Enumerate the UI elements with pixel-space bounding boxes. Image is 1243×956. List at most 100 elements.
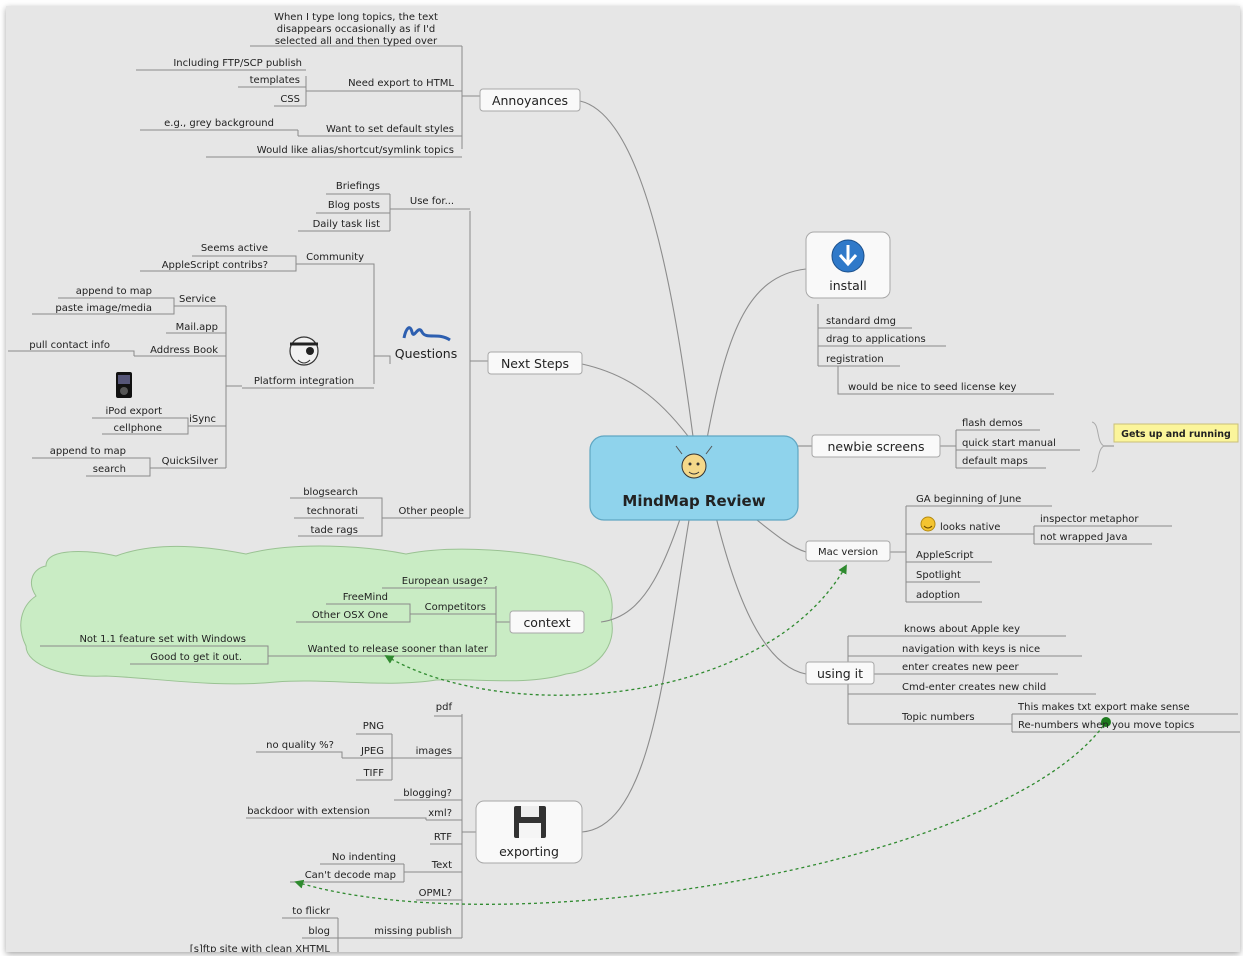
exporting-subtopics: pdf images PNG JPEG TIFF no quality %? b… [190, 702, 453, 952]
svg-text:RTF: RTF [434, 832, 452, 843]
svg-text:e.g., grey background: e.g., grey background [164, 118, 274, 129]
svg-text:standard dmg: standard dmg [826, 316, 896, 327]
next-steps-lines [8, 193, 488, 537]
topic-exporting[interactable]: exporting [475, 800, 583, 864]
svg-text:Want to set default styles: Want to set default styles [326, 124, 454, 135]
newbie-lines [940, 421, 1114, 473]
svg-text:Topic numbers: Topic numbers [901, 712, 975, 723]
svg-text:pull contact info: pull contact info [29, 340, 110, 351]
annoyances-subtopics: When I type long topics, the text disapp… [164, 12, 454, 156]
svg-text:Daily task list: Daily task list [313, 219, 380, 230]
svg-text:registration: registration [826, 354, 884, 365]
svg-text:Re-numbers when you move topic: Re-numbers when you move topics [1018, 720, 1194, 731]
svg-text:missing publish: missing publish [374, 926, 452, 937]
svg-text:Text: Text [431, 860, 452, 871]
mac-lines [890, 505, 1172, 603]
svg-text:no quality %?: no quality %? [266, 740, 334, 751]
svg-text:This makes txt export make sen: This makes txt export make sense [1017, 702, 1190, 713]
svg-text:European usage?: European usage? [402, 576, 488, 587]
svg-text:images: images [416, 746, 452, 757]
ipod-icon [116, 372, 132, 398]
central-face-icon [675, 445, 713, 479]
svg-text:Blog posts: Blog posts [328, 200, 380, 211]
svg-text:Can't decode map: Can't decode map [305, 870, 396, 881]
svg-text:blogging?: blogging? [403, 788, 452, 799]
topic-using-it[interactable]: using it [805, 661, 875, 685]
svg-text:Other people: Other people [399, 506, 464, 517]
svg-text:blog: blog [308, 926, 330, 937]
exporting-lines [246, 714, 476, 952]
svg-text:selected all and then typed ov: selected all and then typed over [275, 36, 438, 47]
svg-text:search: search [93, 464, 126, 475]
mindmap-diagram: MindMap Review Annoyances When I type lo… [8, 12, 1240, 952]
svg-text:PNG: PNG [363, 721, 384, 732]
floppy-disk-icon [514, 806, 546, 838]
topic-next-steps[interactable]: Next Steps [487, 351, 583, 375]
mindmap-canvas[interactable]: MindMap Review Annoyances When I type lo… [6, 6, 1240, 952]
svg-text:Use for...: Use for... [410, 196, 454, 207]
svg-text:navigation with keys is nice: navigation with keys is nice [902, 644, 1040, 655]
using-lines [847, 635, 1240, 733]
svg-text:iPod export: iPod export [106, 406, 163, 417]
svg-text:Mac version: Mac version [818, 547, 878, 558]
svg-text:Annoyances: Annoyances [492, 93, 568, 108]
install-subtopics: standard dmg drag to applications regist… [826, 316, 1016, 393]
annoyances-lines [136, 45, 480, 158]
svg-text:Questions: Questions [395, 346, 457, 361]
svg-text:install: install [829, 278, 866, 293]
svg-text:Platform integration: Platform integration [254, 376, 354, 387]
svg-text:pdf: pdf [436, 702, 453, 713]
topic-newbie-screens[interactable]: newbie screens [811, 434, 941, 458]
svg-text:paste image/media: paste image/media [55, 303, 152, 314]
svg-text:CSS: CSS [280, 94, 300, 105]
svg-text:backdoor with extension: backdoor with extension [247, 806, 370, 817]
svg-text:append to map: append to map [76, 286, 152, 297]
svg-text:blogsearch: blogsearch [303, 487, 358, 498]
using-subtopics: knows about Apple key navigation with ke… [901, 624, 1194, 731]
svg-text:Seems active: Seems active [201, 243, 268, 254]
svg-text:xml?: xml? [428, 808, 452, 819]
svg-text:Need export to HTML: Need export to HTML [348, 78, 454, 89]
newbie-subtopics: flash demos quick start manual default m… [962, 418, 1056, 467]
svg-text:inspector metaphor: inspector metaphor [1040, 514, 1139, 525]
topic-context[interactable]: context [509, 610, 585, 634]
topic-annoyances[interactable]: Annoyances [479, 88, 581, 112]
relationship-arrows [294, 564, 1111, 905]
svg-text:Spotlight: Spotlight [916, 570, 961, 581]
svg-text:Next Steps: Next Steps [501, 356, 569, 371]
central-label: MindMap Review [622, 492, 765, 510]
svg-text:Address Book: Address Book [150, 345, 218, 356]
svg-text:Cmd-enter creates new child: Cmd-enter creates new child [902, 682, 1046, 693]
svg-text:Good to get it out.: Good to get it out. [150, 652, 242, 663]
callout-gets-up[interactable]: Gets up and running [1113, 423, 1239, 443]
svg-text:TIFF: TIFF [362, 768, 384, 779]
topic-mac-version[interactable]: Mac version [805, 540, 891, 562]
svg-text:Not 1.1 feature set with Windo: Not 1.1 feature set with Windows [79, 634, 246, 645]
central-topic[interactable]: MindMap Review [589, 435, 799, 521]
svg-text:templates: templates [250, 75, 300, 86]
svg-text:context: context [523, 615, 570, 630]
svg-text:adoption: adoption [916, 590, 960, 601]
svg-text:to flickr: to flickr [292, 906, 331, 917]
pirate-icon [289, 336, 319, 366]
svg-text:exporting: exporting [499, 844, 559, 859]
svg-text:OPML?: OPML? [419, 888, 452, 899]
svg-text:GA beginning of June: GA beginning of June [916, 494, 1021, 505]
svg-text:using it: using it [817, 666, 863, 681]
svg-text:cellphone: cellphone [113, 423, 162, 434]
topic-questions[interactable]: Questions [395, 326, 457, 361]
svg-text:Competitors: Competitors [425, 602, 486, 613]
svg-text:Gets up and running: Gets up and running [1121, 429, 1231, 440]
svg-text:Mail.app: Mail.app [176, 322, 218, 333]
topic-install[interactable]: install [805, 231, 891, 299]
svg-text:not wrapped Java: not wrapped Java [1040, 532, 1127, 543]
svg-text:would be nice to seed license: would be nice to seed license key [848, 382, 1016, 393]
questions-icon [402, 326, 451, 342]
svg-text:Service: Service [179, 294, 216, 305]
svg-text:drag to applications: drag to applications [826, 334, 926, 345]
svg-text:[s]ftp site with clean XHTML: [s]ftp site with clean XHTML [190, 944, 331, 952]
svg-text:FreeMind: FreeMind [343, 592, 388, 603]
svg-text:Community: Community [306, 252, 364, 263]
svg-text:No indenting: No indenting [332, 852, 396, 863]
svg-text:tade rags: tade rags [310, 525, 358, 536]
